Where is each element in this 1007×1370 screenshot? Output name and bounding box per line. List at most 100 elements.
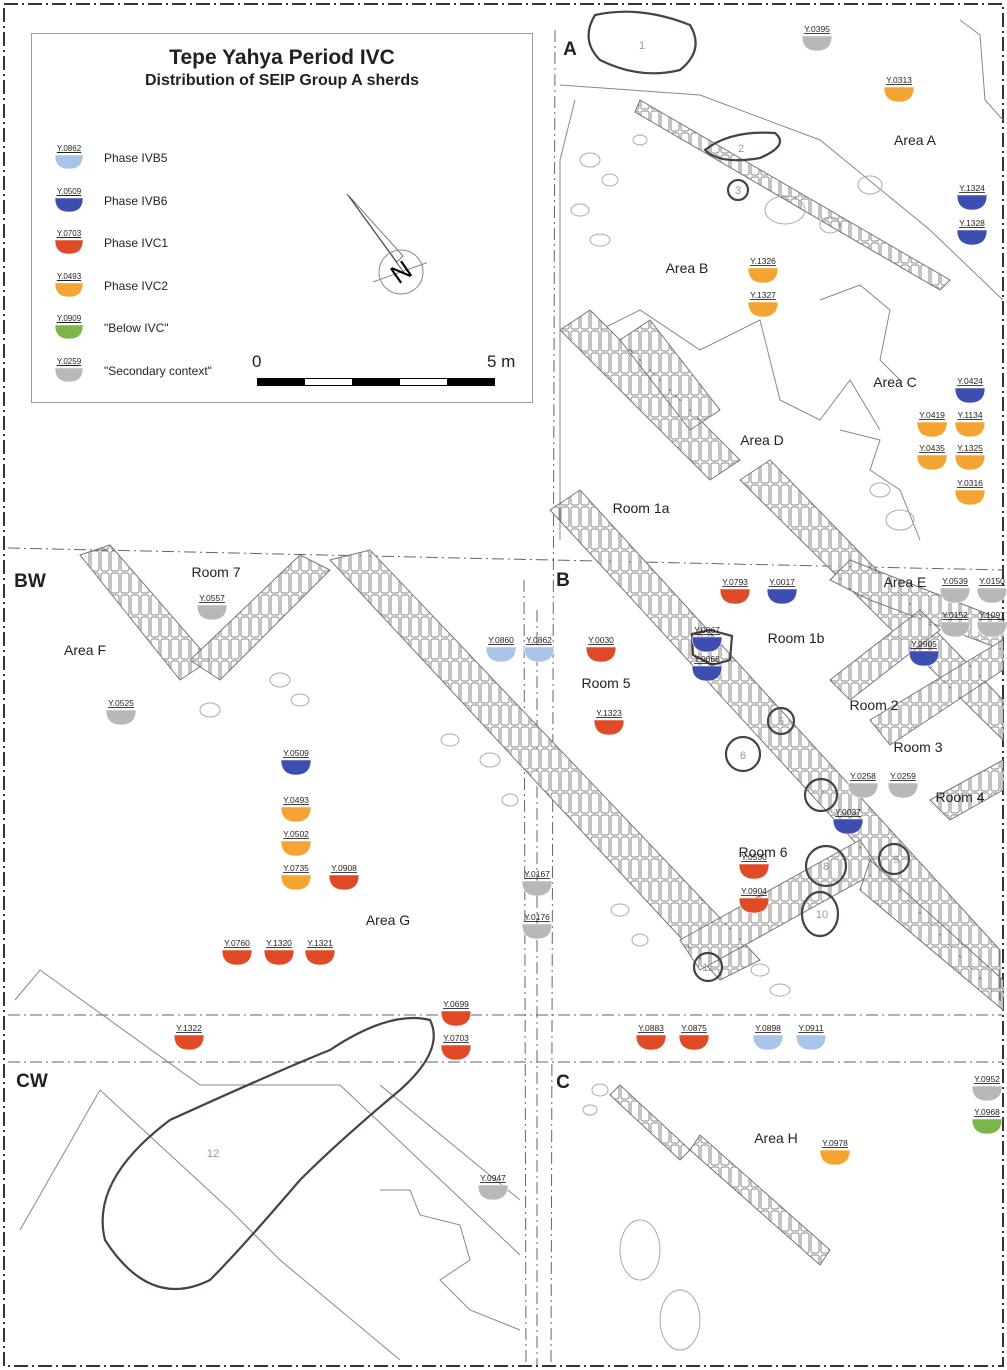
sherd-id: Y.0911 (798, 1023, 823, 1033)
sherd-bowl-icon (954, 489, 986, 506)
pit-9 (877, 842, 911, 876)
sherd-bowl-icon (883, 86, 915, 103)
sherd-marker: Y.0875 (678, 1023, 710, 1051)
pit-8 (804, 844, 848, 888)
sherd-marker: Y.1321 (304, 938, 336, 966)
legend-item-label: "Below IVC" (104, 321, 169, 335)
sherd-bowl-icon (440, 1044, 472, 1061)
sherd-bowl-icon (916, 421, 948, 438)
sherd-marker: Y.1328 (956, 218, 988, 246)
sherd-marker: Y.0978 (819, 1138, 851, 1166)
sherd-bowl-icon (328, 874, 360, 891)
sherd-bowl-icon (678, 1034, 710, 1051)
pit-number: 11 (702, 962, 713, 974)
sherd-marker: Y.0067 (691, 625, 723, 653)
sherd-bowl-icon (795, 1034, 827, 1051)
sherd-marker: Y.1326 (747, 256, 779, 284)
pit-7 (803, 777, 839, 813)
sherd-bowl-icon (887, 782, 919, 799)
pit-4 (690, 628, 734, 667)
sherd-marker: Y.1323 (593, 708, 625, 736)
sherd-id: Y.1322 (176, 1023, 202, 1033)
area-label: Room 5 (581, 675, 630, 691)
grid-square-label: CW (16, 1071, 48, 1092)
sherd-id: Y.0883 (638, 1023, 664, 1033)
sherd-id: Y.0152 (942, 610, 968, 620)
sherd-marker: Y.0699 (440, 999, 472, 1027)
sherd-id: Y.0905 (911, 639, 937, 649)
sherd-marker: Y.0952 (971, 1074, 1003, 1102)
area-label: Area D (740, 432, 784, 448)
sherd-marker: Y.0068 (691, 654, 723, 682)
sherd-bowl-icon (196, 604, 228, 621)
scale-end-label: 5 m (487, 352, 516, 371)
sherd-id: Y.0557 (199, 593, 225, 603)
sherd-id: Y.0860 (488, 635, 514, 645)
area-label: Area H (754, 1130, 798, 1146)
sherd-marker: Y.0424 (954, 376, 986, 404)
sherd-id: Y.0493 (283, 795, 309, 805)
sherd-bowl-icon (738, 863, 770, 880)
legend-item-id: Y.0909 (56, 314, 82, 323)
pit-number: 9 (893, 854, 899, 866)
sherd-id: Y.0952 (974, 1074, 1000, 1084)
sherd-marker: Y.0419 (916, 410, 948, 438)
pit-6 (724, 735, 762, 773)
sherd-id: Y.0067 (694, 625, 720, 635)
sherd-bowl-icon (477, 1184, 509, 1201)
area-label: Area F (64, 642, 106, 658)
legend-swatch (54, 197, 84, 212)
legend-item: Y.0909 "Below IVC" (52, 314, 252, 354)
sherd-bowl-icon (263, 949, 295, 966)
legend-swatch (54, 239, 84, 255)
sherd-bowl-icon (832, 818, 864, 835)
sherd-bowl-icon (954, 421, 986, 438)
sherd-bowl-icon (635, 1034, 667, 1051)
sherd-bowl-icon (752, 1034, 784, 1051)
sherd-id: Y.0395 (804, 24, 830, 34)
sherd-id: Y.0037 (835, 807, 861, 817)
sherd-marker: Y.1322 (173, 1023, 205, 1051)
pit-number: 8 (823, 861, 829, 873)
pit-12 (101, 1016, 435, 1290)
sherd-marker: Y.0735 (280, 863, 312, 891)
sherd-marker: Y.0259 (887, 771, 919, 799)
legend-item-id: Y.0703 (56, 229, 82, 238)
sherd-id: Y.0419 (919, 410, 945, 420)
area-label: Room 4 (935, 789, 984, 805)
sherd-id: Y.1328 (959, 218, 985, 228)
sherd-marker: Y.0883 (635, 1023, 667, 1051)
mudbrick-walls (79, 99, 1004, 1266)
map-title: Tepe Yahya Period IVC (169, 46, 395, 69)
sherd-id: Y.0176 (524, 912, 550, 922)
sherd-id: Y.1320 (266, 938, 292, 948)
sherd-bowl-icon (440, 1010, 472, 1027)
sherd-id: Y.0875 (681, 1023, 707, 1033)
area-label: Area E (884, 574, 927, 590)
sherd-id: Y.0030 (588, 635, 614, 645)
legend-swatch (54, 154, 84, 170)
sherd-marker: Y.1134 (954, 410, 986, 438)
sherd-marker: Y.0037 (832, 807, 864, 835)
sherd-id: Y.1326 (750, 256, 776, 266)
sherd-marker: Y.0313 (883, 75, 915, 103)
area-label: Area B (666, 260, 709, 276)
sherd-bowl-icon (221, 949, 253, 966)
sherd-marker: Y.0947 (477, 1173, 509, 1201)
sherd-bowl-icon (280, 806, 312, 823)
sherd-id: Y.0530 (741, 852, 767, 862)
pit-number: 1 (639, 40, 645, 52)
sherd-bowl-icon (954, 387, 986, 404)
sherd-bowl-icon (304, 949, 336, 966)
sherd-id: Y.0424 (957, 376, 983, 386)
sherd-bowl-icon (747, 301, 779, 318)
sherd-bowl-icon (939, 621, 971, 638)
area-label: Area C (873, 374, 917, 390)
sherd-marker: Y.0539 (939, 576, 971, 604)
pit-10 (800, 890, 840, 938)
sherd-marker: Y.0898 (752, 1023, 784, 1051)
sherd-marker: Y.0760 (221, 938, 253, 966)
pit-number: 2 (738, 143, 744, 155)
